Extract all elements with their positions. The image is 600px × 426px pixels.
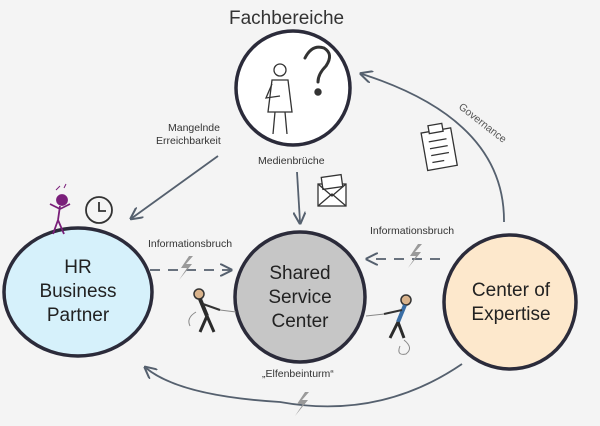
question-mark-icon: [303, 45, 331, 96]
envelope-icon: [317, 173, 347, 207]
diagram-title: Fachbereiche: [229, 8, 345, 29]
hr-line-1: HR: [64, 257, 92, 278]
elfenbeinturm-arrow: [146, 363, 463, 408]
informationsbruch-left-label: Informationsbruch: [148, 238, 233, 250]
clipboard-icon: [420, 122, 459, 172]
mangelnde-erreichbarkeit-arrow: [132, 155, 219, 218]
medienbrueche-label: Medienbrüche: [258, 155, 325, 167]
clock-icon: [85, 196, 113, 224]
ssc-line-3: Center: [271, 311, 329, 332]
lightning-icon: [295, 392, 309, 416]
center-of-expertise-circle: [442, 233, 578, 371]
hr-line-3: Partner: [46, 305, 110, 326]
mangelnde-label-line2: Erreichbarkeit: [156, 135, 221, 147]
lightning-icon: [179, 256, 193, 280]
elfenbeinturm-label: „Elfenbeinturm“: [262, 368, 334, 380]
mangelnde-label-line1: Mangelnde: [168, 122, 220, 134]
governance-label: Governance: [456, 101, 509, 146]
hr-business-partner-label: HR Business Partner: [8, 256, 148, 328]
tug-of-war-person-icon: [365, 294, 412, 355]
medienbrueche-arrow: [297, 171, 300, 222]
shared-service-center-circle: [233, 230, 367, 364]
thinking-person-icon: [264, 63, 293, 135]
center-of-expertise-label: Center of Expertise: [446, 278, 576, 328]
coe-line-1: Center of: [471, 280, 551, 301]
ssc-line-2: Service: [268, 287, 332, 308]
governance-arrow: [362, 74, 505, 223]
ssc-line-1: Shared: [269, 263, 331, 284]
hr-business-partner-circle: [2, 226, 154, 358]
shared-service-center-label: Shared Service Center: [240, 262, 360, 334]
coe-line-2: Expertise: [471, 304, 551, 325]
informationsbruch-right-label: Informationsbruch: [370, 225, 455, 237]
stressed-person-icon: [49, 183, 71, 235]
lightning-icon: [408, 244, 422, 268]
tug-of-war-person-icon: [188, 288, 237, 333]
fachbereiche-circle: [234, 29, 352, 147]
hr-line-2: Business: [39, 281, 117, 302]
